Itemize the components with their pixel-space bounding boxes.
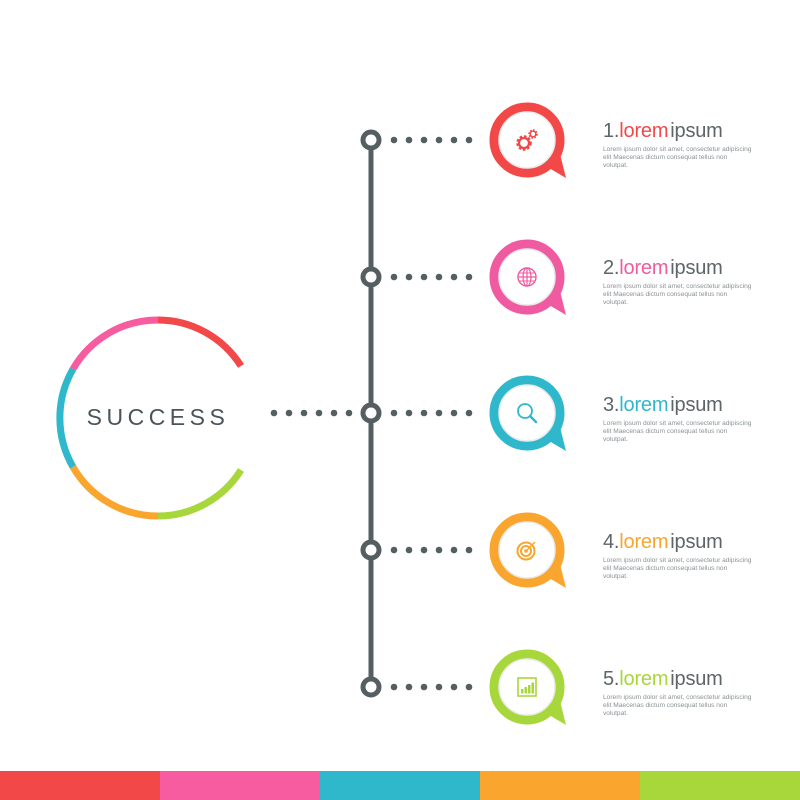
step-connector-dots [390,683,473,691]
ring-segment-pink [69,316,159,371]
strip-red [0,771,160,800]
step-description: Lorem ipsum dolor sit amet, consectetur … [603,283,752,306]
step-title-rest: ipsum [670,668,723,690]
step-title-rest: ipsum [670,531,723,553]
step-title-rest: ipsum [670,257,723,279]
step-connector-dots [390,273,473,281]
step-connector-dots [390,136,473,144]
step-title-rest: ipsum [670,394,723,416]
step-title-accent: lorem [619,257,669,279]
step-number: 4. [603,531,620,553]
step-number: 5. [603,668,620,690]
timeline-node [360,129,382,151]
step-description: Lorem ipsum dolor sit amet, consectetur … [603,420,752,443]
bar-chart-icon [517,677,537,697]
ring-segment-cyan [56,367,77,469]
step-description: Lorem ipsum dolor sit amet, consectetur … [603,557,752,580]
step-title-accent: lorem [619,394,669,416]
ring-segment-green [157,468,244,520]
center-label: SUCCESS [86,404,230,430]
step-title-rest: ipsum [670,120,723,142]
ring-segment-red [157,316,244,368]
strip-cyan [320,771,480,800]
step-bubble [489,102,566,178]
step-number: 1. [603,120,620,142]
step-title-accent: lorem [619,120,669,142]
step-number: 3. [603,394,620,416]
step-title-accent: lorem [619,531,669,553]
step-description: Lorem ipsum dolor sit amet, consectetur … [603,694,752,717]
target-icon [516,541,536,561]
step-connector-dots [390,409,473,417]
timeline-node [360,676,382,698]
gears-icon [516,129,538,151]
bottom-color-strip [0,771,800,800]
success-ring [56,316,244,520]
strip-green [640,771,800,800]
timeline-node [360,539,382,561]
timeline-node [360,402,382,424]
strip-orange [480,771,640,800]
timeline-node [360,266,382,288]
step-bubble [489,239,566,315]
step-description: Lorem ipsum dolor sit amet, consectetur … [603,146,752,169]
ring-segment-orange [69,465,159,520]
step-bubble [489,512,566,588]
center-connector-dots [270,409,353,417]
magnifier-icon [517,403,538,424]
step-title-accent: lorem [619,668,669,690]
step-number: 2. [603,257,620,279]
strip-pink [160,771,320,800]
step-bubble [489,649,566,725]
step-bubble [489,375,566,451]
step-connector-dots [390,546,473,554]
globe-icon [517,267,537,287]
